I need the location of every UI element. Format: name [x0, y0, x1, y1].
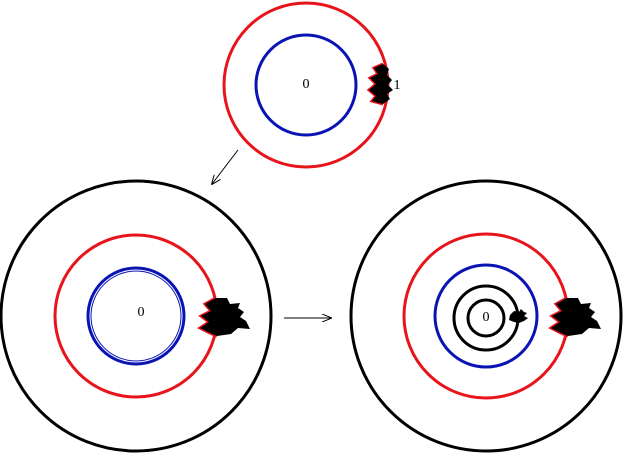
top-center-label: 0: [303, 77, 310, 92]
left-blob: [200, 298, 250, 336]
right-center-label: 0: [483, 310, 490, 325]
left-diagram: 0: [0, 179, 273, 453]
right-black-ring-inner: [466, 298, 506, 338]
left-red-circle: [53, 233, 219, 399]
right-blue-circle: [433, 263, 539, 369]
right-small-blob: [509, 309, 528, 323]
left-blue-circle: [86, 266, 186, 366]
top-blob: [369, 64, 393, 104]
arrow-top-to-left: [212, 149, 239, 184]
left-outer-circle: [0, 179, 273, 453]
top-side-label: 1: [394, 78, 401, 93]
top-blue-circle: [254, 33, 358, 137]
right-outer-circle: [349, 179, 623, 453]
left-blue-circle-inner: [90, 270, 182, 362]
right-blob: [551, 298, 601, 336]
left-center-label: 0: [138, 305, 145, 320]
right-diagram: 0: [349, 179, 623, 453]
top-diagram: 0 1: [222, 1, 401, 169]
